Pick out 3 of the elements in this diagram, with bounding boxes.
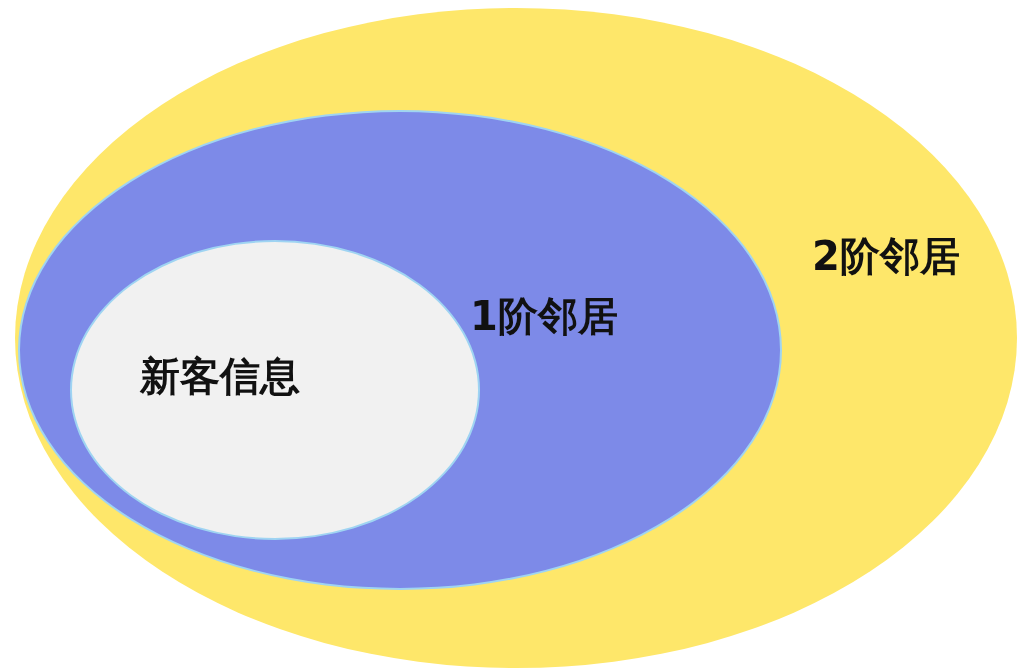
region-label: 1阶邻居 xyxy=(470,292,618,340)
region-label: 新客信息 xyxy=(140,352,300,400)
region-label: 2阶邻居 xyxy=(812,232,960,280)
